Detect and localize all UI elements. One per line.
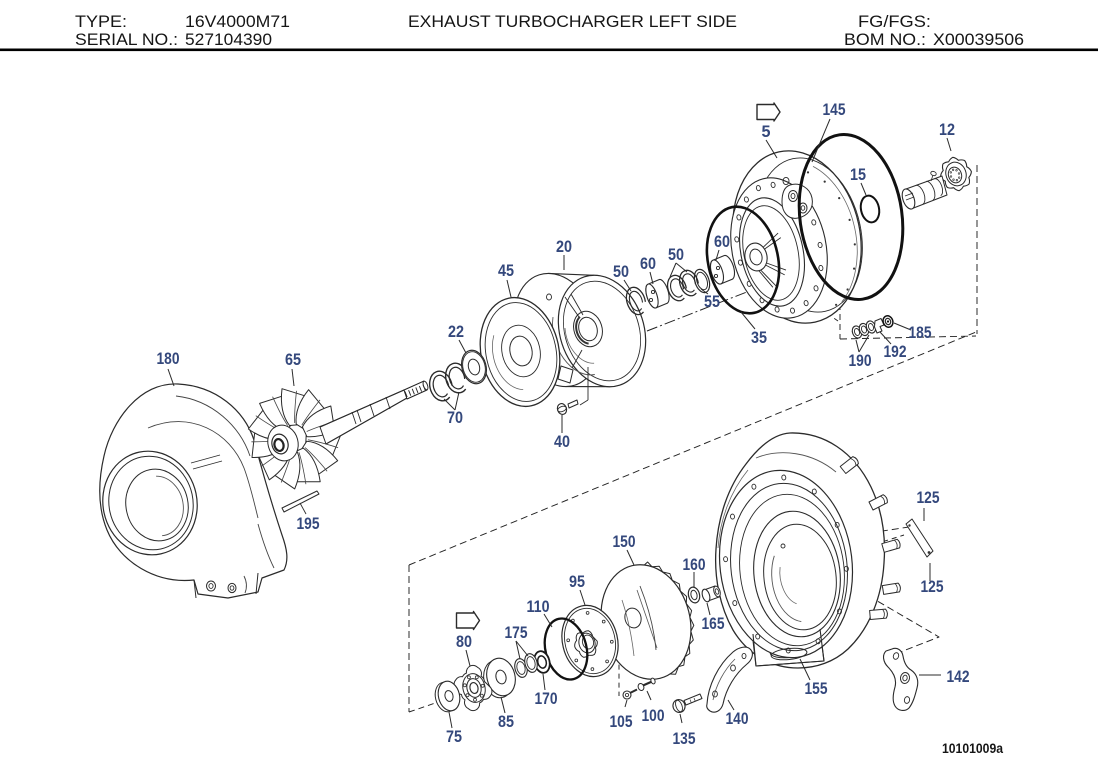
svg-text:EXHAUST TURBOCHARGER LEFT SIDE: EXHAUST TURBOCHARGER LEFT SIDE	[408, 12, 737, 31]
svg-text:142: 142	[947, 667, 970, 686]
svg-text:35: 35	[751, 328, 767, 347]
svg-text:160: 160	[683, 555, 706, 574]
svg-text:190: 190	[849, 351, 872, 370]
svg-text:40: 40	[554, 432, 570, 451]
svg-text:FG/FGS:: FG/FGS:	[858, 12, 931, 31]
svg-text:10101009a: 10101009a	[942, 740, 1003, 756]
svg-text:95: 95	[569, 572, 585, 591]
svg-text:150: 150	[613, 532, 636, 551]
svg-text:195: 195	[297, 514, 320, 533]
svg-text:BOM NO.:: BOM NO.:	[844, 30, 926, 49]
svg-text:TYPE:: TYPE:	[75, 12, 127, 31]
svg-text:180: 180	[157, 349, 180, 368]
svg-text:SERIAL NO.:: SERIAL NO.:	[75, 30, 178, 49]
svg-text:70: 70	[447, 408, 463, 427]
svg-text:125: 125	[921, 577, 944, 596]
svg-text:85: 85	[498, 712, 514, 731]
svg-text:135: 135	[673, 729, 696, 748]
svg-text:165: 165	[702, 614, 725, 633]
svg-text:50: 50	[613, 262, 629, 281]
svg-text:527104390: 527104390	[185, 30, 272, 49]
svg-text:125: 125	[917, 488, 940, 507]
svg-text:100: 100	[642, 706, 665, 725]
svg-text:12: 12	[939, 120, 955, 139]
svg-text:5: 5	[762, 122, 771, 141]
svg-text:60: 60	[714, 232, 730, 251]
svg-text:80: 80	[456, 632, 472, 651]
svg-text:50: 50	[668, 245, 684, 264]
svg-text:110: 110	[527, 597, 550, 616]
svg-text:20: 20	[556, 237, 572, 256]
svg-text:60: 60	[640, 254, 656, 273]
svg-text:22: 22	[448, 322, 464, 341]
svg-text:55: 55	[704, 292, 720, 311]
svg-text:155: 155	[805, 679, 828, 698]
svg-text:175: 175	[505, 623, 528, 642]
svg-text:185: 185	[909, 323, 932, 342]
svg-text:105: 105	[610, 712, 633, 731]
svg-text:65: 65	[285, 350, 301, 369]
svg-text:X00039506: X00039506	[933, 30, 1024, 49]
svg-text:140: 140	[726, 709, 749, 728]
svg-text:75: 75	[446, 727, 462, 746]
svg-text:45: 45	[498, 261, 514, 280]
svg-text:170: 170	[535, 689, 558, 708]
svg-text:15: 15	[850, 165, 866, 184]
svg-text:192: 192	[884, 342, 907, 361]
svg-text:16V4000M71: 16V4000M71	[185, 12, 290, 31]
svg-text:145: 145	[823, 100, 846, 119]
